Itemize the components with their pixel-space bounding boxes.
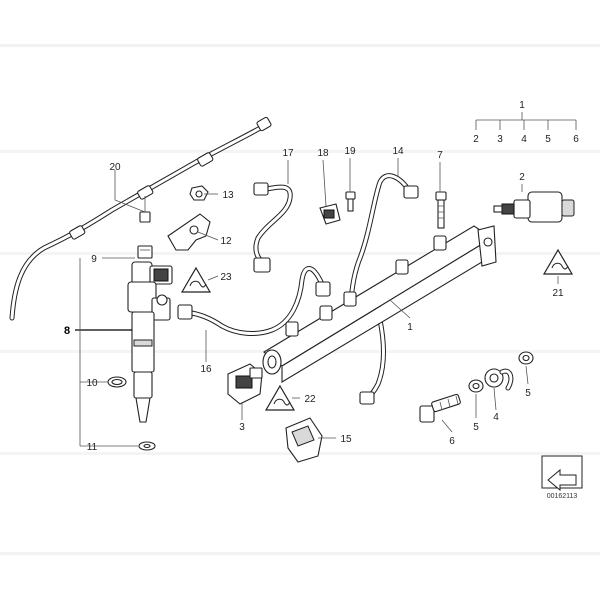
callout-20: 20 xyxy=(109,162,121,173)
callout-5: 5 xyxy=(473,422,479,433)
injector-line-upper-part xyxy=(253,182,293,273)
callout-18: 18 xyxy=(317,148,329,159)
callout-19: 19 xyxy=(344,146,356,157)
callout-16: 16 xyxy=(200,364,212,375)
callout-15: 15 xyxy=(340,434,352,445)
seal-ring-part xyxy=(107,376,156,451)
connector-clip-part xyxy=(137,245,153,259)
callout-6: 6 xyxy=(449,436,455,447)
pressure-sensor-part xyxy=(227,363,263,405)
callout-4-group: 4 xyxy=(521,134,527,145)
banjo-bolt-part xyxy=(419,393,461,423)
callout-1: 1 xyxy=(519,100,525,111)
callout-12: 12 xyxy=(220,236,232,247)
callout-21: 21 xyxy=(552,288,564,299)
leader-lines xyxy=(75,112,577,447)
callout-4: 4 xyxy=(493,412,499,423)
leak-off-hose-part xyxy=(9,116,272,321)
callout-5-right: 5 xyxy=(525,388,531,399)
callout-11: 11 xyxy=(87,442,98,453)
banjo-fitting-part xyxy=(484,368,514,391)
nut-part xyxy=(189,185,209,201)
callout-2: 2 xyxy=(519,172,525,183)
bolt-part xyxy=(435,191,447,229)
callout-14: 14 xyxy=(392,146,404,157)
diagram-reference-code: 00162113 xyxy=(547,493,578,500)
injector-line-right-part xyxy=(347,173,419,405)
screw-part xyxy=(345,191,356,212)
clip-part xyxy=(319,203,341,225)
callout-2-group: 2 xyxy=(473,134,479,145)
warning-triangle-icon xyxy=(542,248,574,275)
callout-13: 13 xyxy=(222,190,234,201)
warning-triangle-icon xyxy=(264,384,296,411)
callout-8: 8 xyxy=(64,325,70,337)
callout-10: 10 xyxy=(86,378,98,389)
callout-labels: 1 1 2 3 4 5 6 2 3 4 5 5 6 7 8 9 10 11 12… xyxy=(64,100,579,453)
holder-block-part xyxy=(285,417,323,463)
warning-triangle-icon xyxy=(180,266,212,293)
navigation-arrow-icon[interactable] xyxy=(541,455,583,492)
callout-1-rail: 1 xyxy=(407,322,413,333)
pressure-regulator-part xyxy=(493,191,575,223)
callout-6-group: 6 xyxy=(573,134,579,145)
callout-5-group: 5 xyxy=(545,134,551,145)
callout-17: 17 xyxy=(282,148,294,159)
injector-line-lower-part xyxy=(177,266,331,336)
callout-3-group: 3 xyxy=(497,134,503,145)
callout-9: 9 xyxy=(91,254,97,265)
callout-22: 22 xyxy=(304,394,316,405)
fuel-injector-part xyxy=(127,261,173,423)
bracket-part xyxy=(167,213,211,251)
fuel-rail-part xyxy=(262,225,497,383)
sealing-washer-part xyxy=(468,351,534,393)
callout-23: 23 xyxy=(220,272,232,283)
callout-7: 7 xyxy=(437,150,443,161)
callout-3: 3 xyxy=(239,422,245,433)
